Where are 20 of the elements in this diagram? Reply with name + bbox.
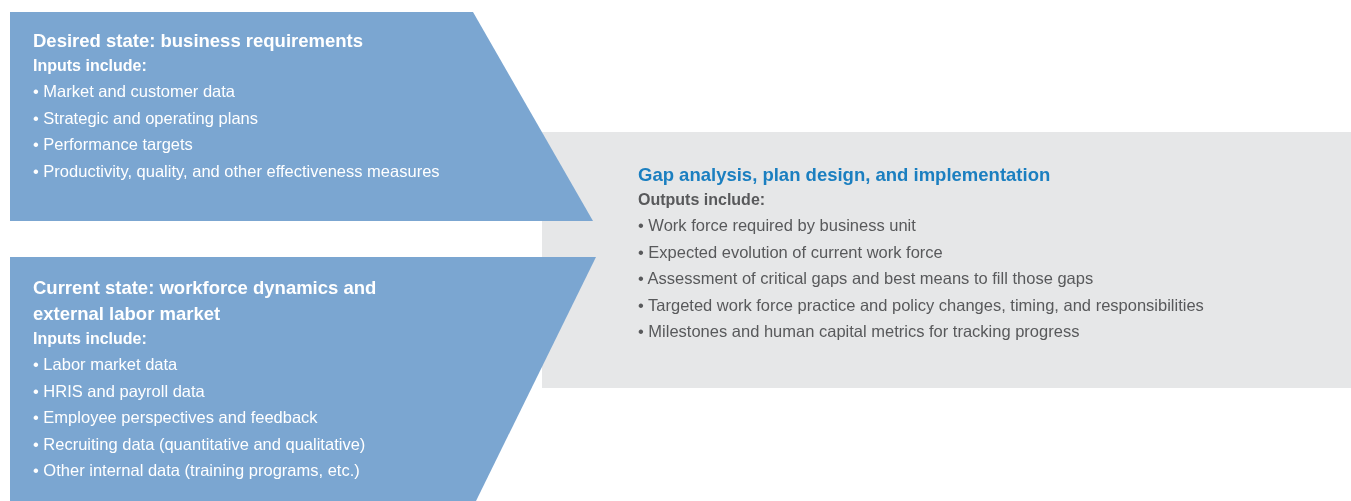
bullet-item: • Labor market data <box>33 354 179 375</box>
section-heading: Gap analysis, plan design, and implementation <box>638 163 1052 187</box>
bullet-item: • Productivity, quality, and other effectiveness measures <box>33 160 441 182</box>
subheading: Inputs include: <box>33 329 148 349</box>
subheading: Inputs include: <box>33 56 148 76</box>
bullet-item: • Other internal data (training programs, etc.) <box>33 460 361 481</box>
bullet-item: • Targeted work force practice and policy changes, timing, and responsibilities <box>638 294 1205 316</box>
bullet-item: • Performance targets <box>33 134 194 155</box>
bullet-item: • Expected evolution of current work force <box>638 241 944 263</box>
bullet-item: • Recruiting data (quantitative and qualitative) <box>33 433 367 455</box>
section-heading: Desired state: business requirements <box>33 29 365 53</box>
bullet-item: • Assessment of critical gaps and best means to fill those gaps <box>638 268 1095 289</box>
bullet-item: • Milestones and human capital metrics for tracking progress <box>638 321 1081 342</box>
bullet-item: • Work force required by business unit <box>638 215 917 236</box>
section-heading: Current state: workforce dynamics and external labor market <box>33 276 378 326</box>
bullet-item: • Market and customer data <box>33 81 237 102</box>
bullet-item: • HRIS and payroll data <box>33 380 206 402</box>
subheading: Outputs include: <box>638 190 767 210</box>
bullet-item: • Strategic and operating plans <box>33 107 259 129</box>
bullet-item: • Employee perspectives and feedback <box>33 407 319 428</box>
